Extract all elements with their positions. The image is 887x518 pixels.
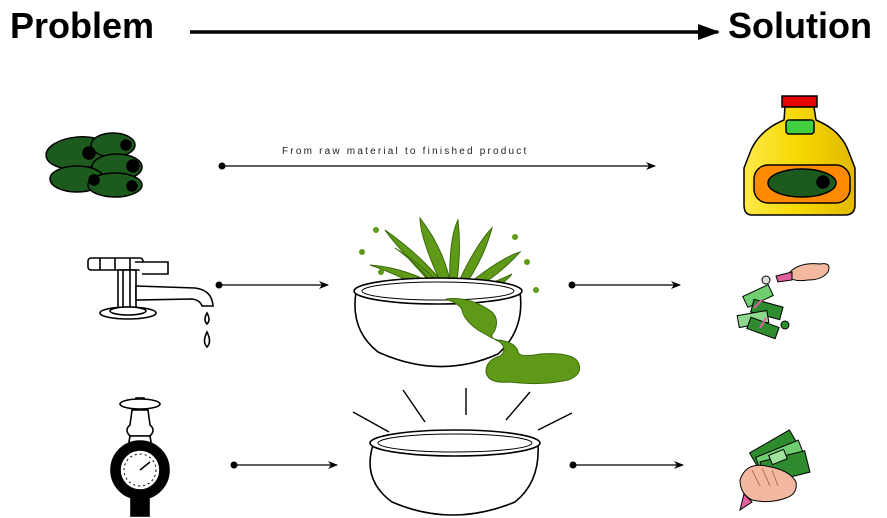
water-meter-icon [111,398,169,516]
row2-right-arrow [569,282,681,289]
olive-oil-bottle-icon [744,96,855,215]
row3-right-arrow [570,462,684,469]
faucet-icon [88,258,213,347]
row2-left-arrow [216,282,329,289]
olives-icon [45,133,142,197]
overflowing-pot-icon [354,218,580,384]
row3-left-arrow [231,462,338,469]
hand-dropping-money-icon [737,264,829,339]
hand-holding-cash-icon [740,430,810,510]
row1-arrow [219,163,656,170]
empty-pot-icon [353,388,572,515]
